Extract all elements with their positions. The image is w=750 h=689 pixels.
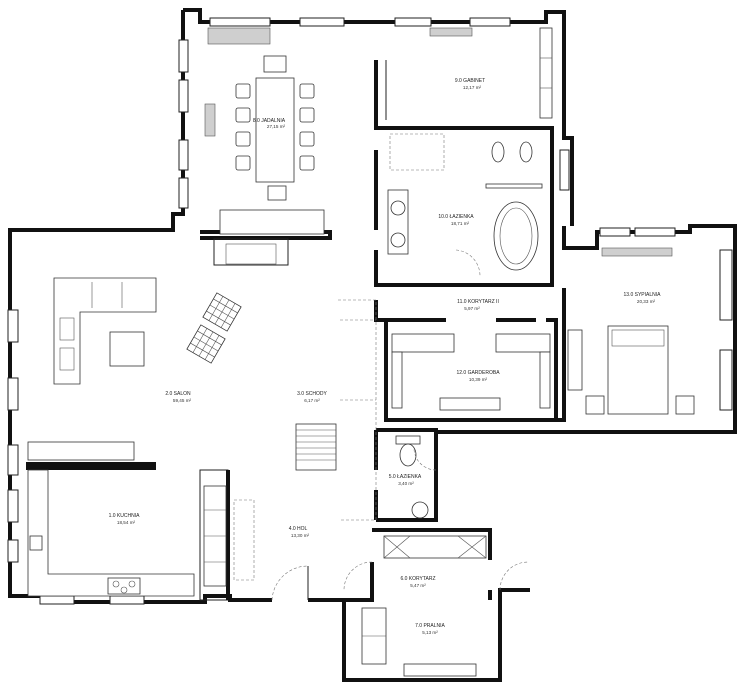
room-label-korytarz: 6.0 KORYTARZ 5,47 m²: [400, 576, 435, 588]
room-label-lazienka-10: 10.0 ŁAZIENKA 18,71 m²: [438, 214, 474, 226]
svg-text:18,54 m²: 18,54 m²: [117, 520, 136, 525]
svg-text:5,47 m²: 5,47 m²: [410, 583, 426, 588]
interior-walls: [199, 60, 566, 602]
kitchen-units: [26, 441, 255, 597]
svg-text:2.0 SALON: 2.0 SALON: [165, 391, 191, 397]
svg-text:4.0 HOL: 4.0 HOL: [289, 526, 308, 532]
svg-text:3,40 m²: 3,40 m²: [398, 481, 414, 486]
bed: [567, 247, 695, 415]
door-swings: [271, 249, 529, 601]
room-label-korytarz-2: 11.0 KORYTARZ II 5,97 m²: [457, 299, 499, 311]
room-label-jadalnia: 8.0 JADALNIA 27,15 m²: [253, 118, 286, 129]
room-label-salon: 2.0 SALON 59,45 m²: [165, 391, 191, 403]
svg-text:5.0 ŁAZIENKA: 5.0 ŁAZIENKA: [389, 474, 422, 480]
windows: [7, 17, 733, 605]
svg-text:12,17 m²: 12,17 m²: [463, 85, 482, 90]
svg-text:6.0 KORYTARZ: 6.0 KORYTARZ: [400, 576, 435, 582]
svg-text:1.0 KUCHNIA: 1.0 KUCHNIA: [109, 513, 141, 519]
svg-text:13,30 m²: 13,30 m²: [291, 533, 310, 538]
study-furniture: [429, 27, 553, 119]
svg-text:27,15 m²: 27,15 m²: [267, 124, 286, 129]
sofa: [53, 277, 242, 385]
room-label-garderoba: 12.0 GARDEROBA 10,39 m²: [456, 370, 500, 382]
room-label-kuchnia: 1.0 KUCHNIA 18,54 m²: [109, 513, 141, 525]
svg-text:6,17 m²: 6,17 m²: [304, 398, 320, 403]
bathroom-fixtures: [387, 133, 543, 271]
svg-text:9.0 GABINET: 9.0 GABINET: [455, 78, 485, 84]
room-label-sypialnia: 13.0 SYPIALNIA 20,33 m²: [624, 292, 662, 304]
svg-text:7.0 PRALNIA: 7.0 PRALNIA: [415, 623, 445, 629]
room-label-schody: 3.0 SCHODY 6,17 m²: [297, 391, 327, 403]
wardrobe-cabinets: [391, 333, 551, 411]
staircase: [295, 299, 377, 521]
corridor-cabinets: [383, 535, 487, 559]
svg-text:3.0 SCHODY: 3.0 SCHODY: [297, 391, 327, 397]
svg-text:10,39 m²: 10,39 m²: [469, 377, 488, 382]
svg-text:20,33 m²: 20,33 m²: [637, 299, 656, 304]
room-label-hol: 4.0 HOL 13,30 m²: [289, 526, 310, 538]
room-label-gabinet: 9.0 GABINET 12,17 m²: [455, 78, 485, 90]
svg-text:12.0 GARDEROBA: 12.0 GARDEROBA: [456, 370, 500, 376]
svg-text:11.0 KORYTARZ II: 11.0 KORYTARZ II: [457, 299, 499, 305]
room-label-lazienka-5: 5.0 ŁAZIENKA 3,40 m²: [389, 474, 422, 486]
wc-fixtures: [395, 435, 429, 519]
laundry-fixtures: [361, 607, 477, 677]
dining-table: [204, 27, 325, 235]
svg-text:13.0 SYPIALNIA: 13.0 SYPIALNIA: [624, 292, 662, 298]
svg-text:59,45 m²: 59,45 m²: [173, 398, 192, 403]
svg-text:5,97 m²: 5,97 m²: [464, 306, 480, 311]
svg-text:5,13 m²: 5,13 m²: [422, 630, 438, 635]
svg-text:8.0 JADALNIA: 8.0 JADALNIA: [253, 118, 286, 124]
room-label-pralnia: 7.0 PRALNIA 5,13 m²: [415, 623, 445, 635]
svg-text:18,71 m²: 18,71 m²: [451, 221, 470, 226]
svg-text:10.0 ŁAZIENKA: 10.0 ŁAZIENKA: [438, 214, 474, 220]
